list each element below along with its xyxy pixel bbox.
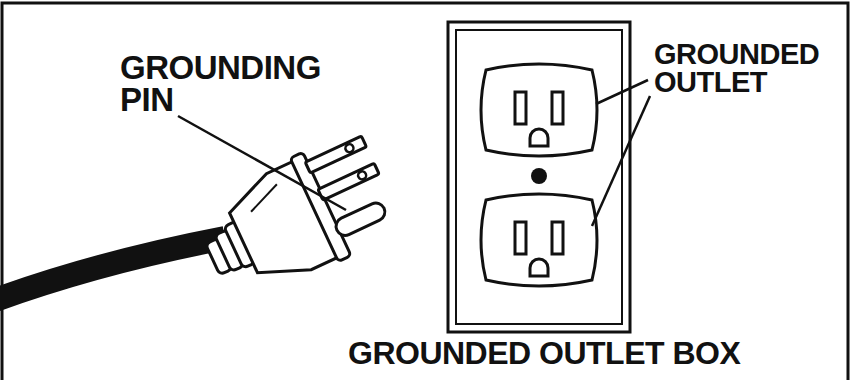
leader-line — [178, 116, 346, 210]
part-label: GROUNDED OUTLET — [654, 40, 846, 97]
grounded-plug — [188, 127, 406, 309]
power-cord — [0, 238, 225, 300]
frame-border — [2, 3, 848, 380]
outlet-receptacle — [481, 64, 597, 156]
outlet-box — [448, 22, 630, 332]
part-label: GROUNDED OUTLET BOX — [348, 338, 740, 369]
part-label: GROUNDING PIN — [120, 52, 330, 117]
outlet-receptacle — [481, 194, 597, 286]
leader-line — [592, 96, 650, 226]
leader-line — [596, 80, 648, 104]
